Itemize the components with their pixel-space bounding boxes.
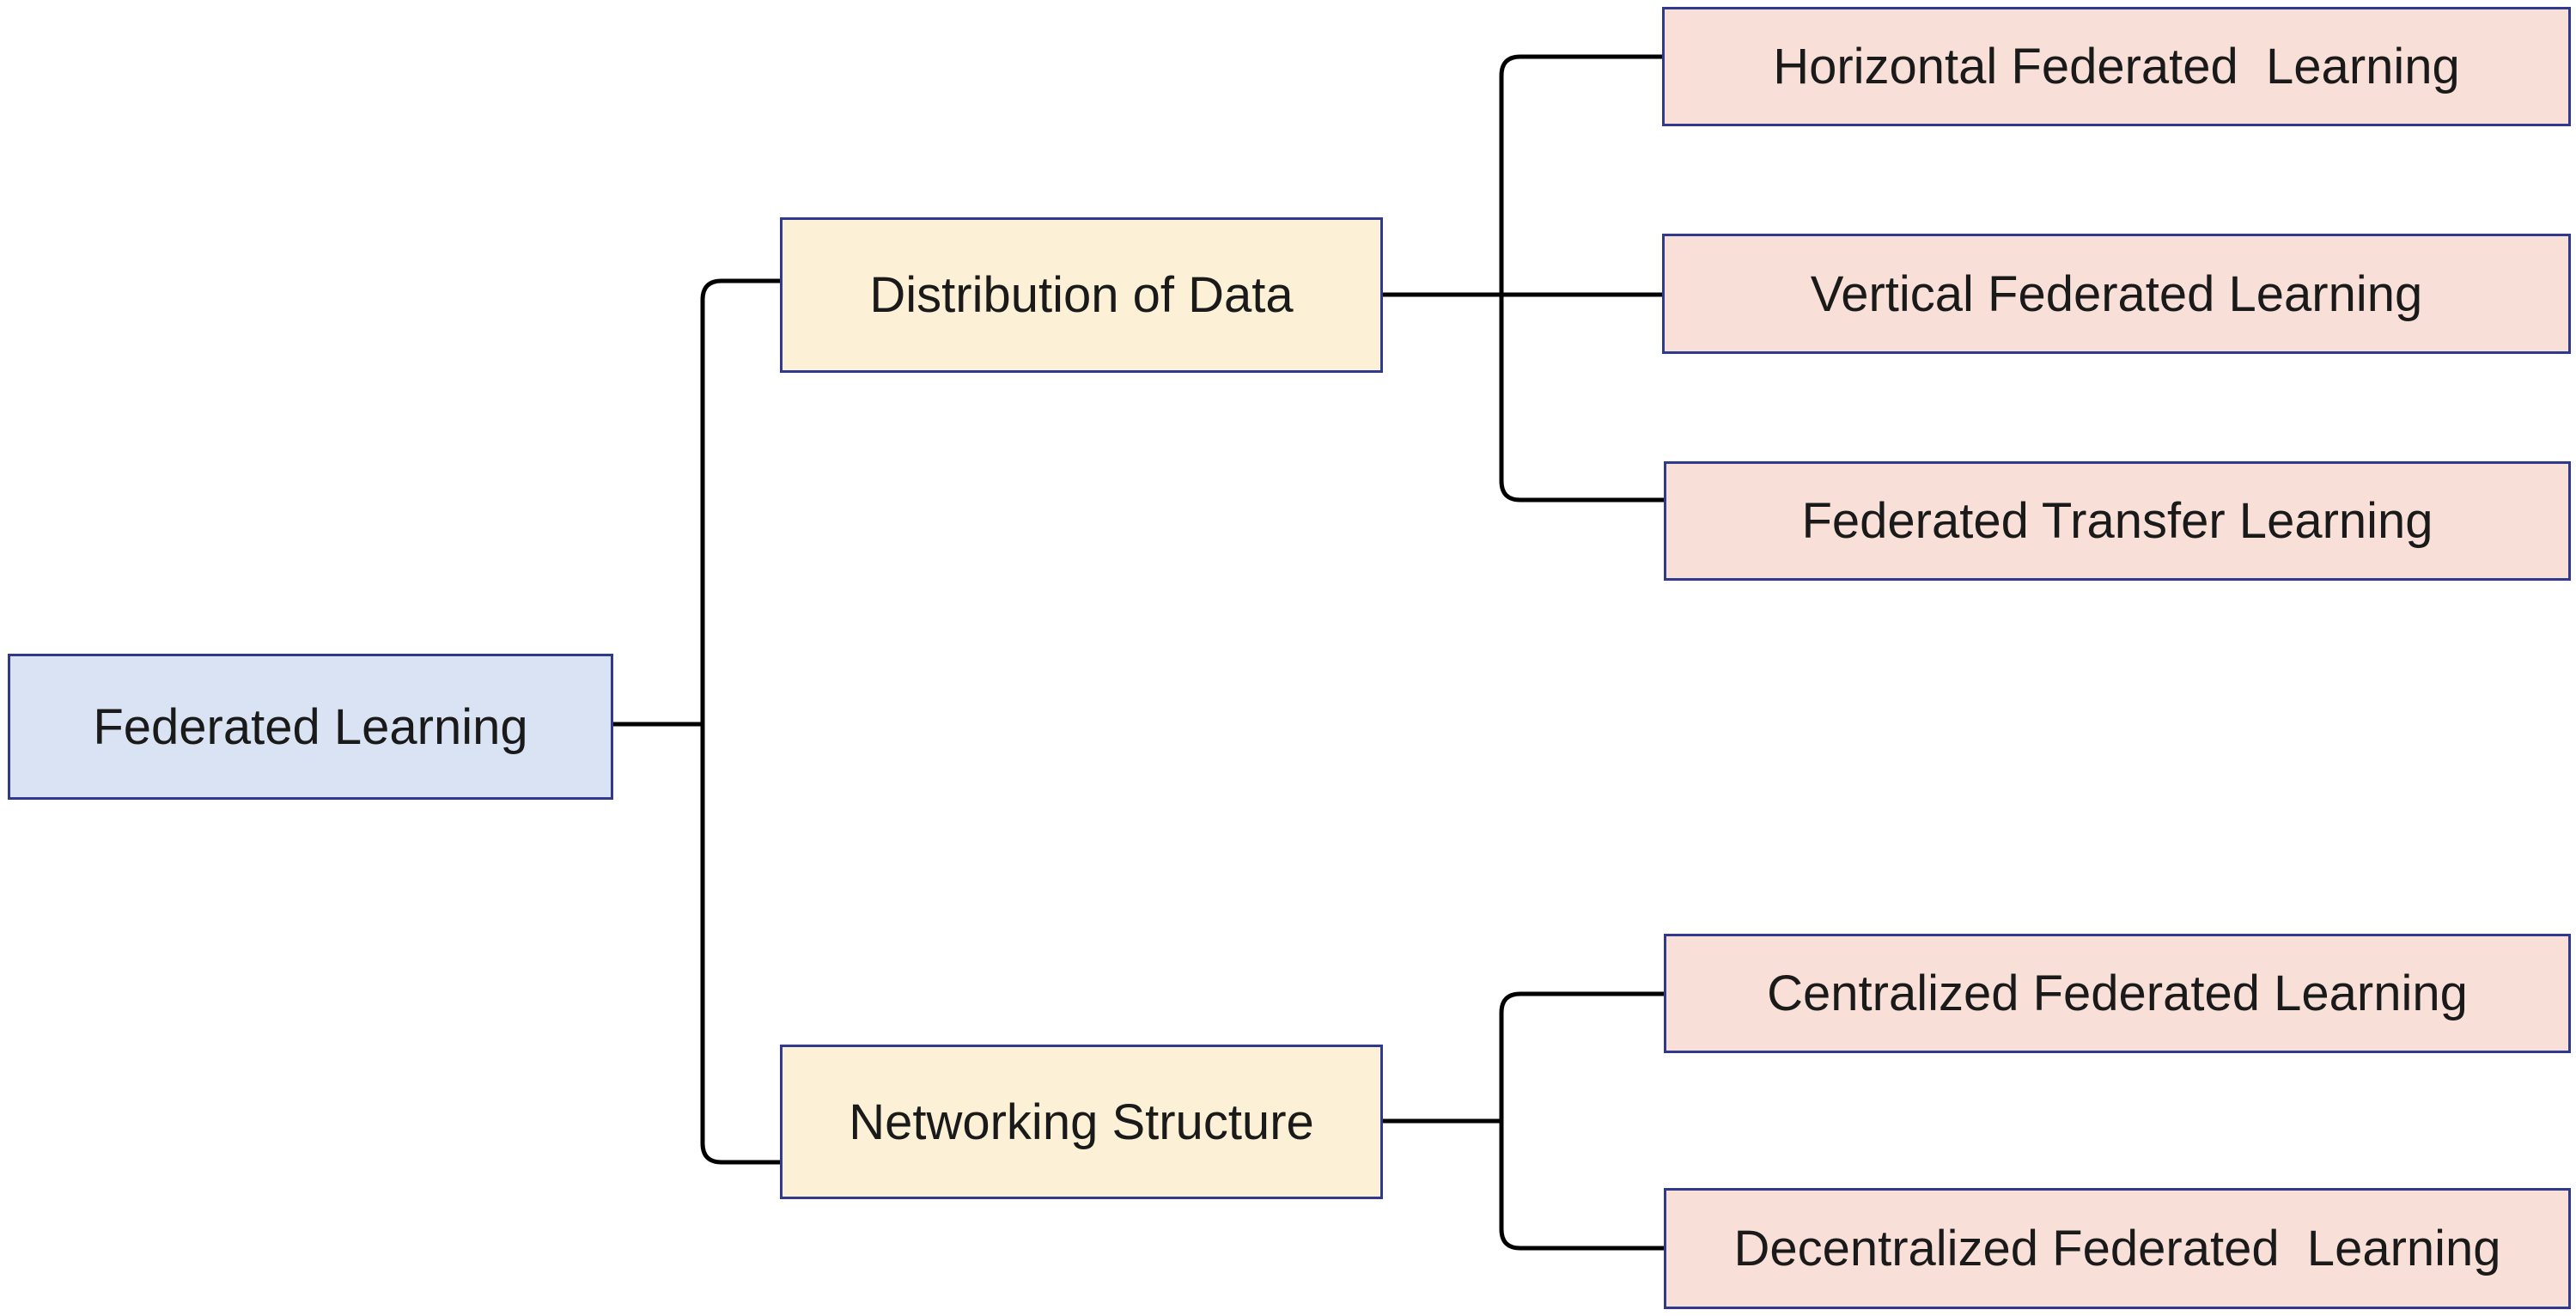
connector-net-bracket — [1499, 991, 1664, 1251]
node-federated-transfer-learning: Federated Transfer Learning — [1664, 461, 2571, 581]
node-distribution-of-data: Distribution of Data — [780, 217, 1383, 373]
connector-root-bracket — [700, 278, 780, 1165]
connector-dist-bracket — [1499, 54, 1664, 503]
node-centralized-federated-learning: Centralized Federated Learning — [1664, 934, 2571, 1053]
node-networking-structure: Networking Structure — [780, 1045, 1383, 1199]
node-label: Federated Transfer Learning — [1801, 493, 2433, 549]
node-label: Federated Learning — [93, 698, 528, 755]
node-label: Vertical Federated Learning — [1810, 265, 2423, 322]
node-label: Horizontal Federated Learning — [1773, 39, 2460, 94]
node-label: Networking Structure — [849, 1094, 1314, 1150]
node-decentralized-federated-learning: Decentralized Federated Learning — [1664, 1188, 2571, 1309]
node-federated-learning: Federated Learning — [8, 654, 613, 800]
node-label: Decentralized Federated Learning — [1733, 1221, 2501, 1276]
node-vertical-federated-learning: Vertical Federated Learning — [1662, 234, 2571, 354]
node-horizontal-federated-learning: Horizontal Federated Learning — [1662, 7, 2571, 126]
node-label: Distribution of Data — [869, 267, 1294, 323]
node-label: Centralized Federated Learning — [1767, 966, 2468, 1021]
